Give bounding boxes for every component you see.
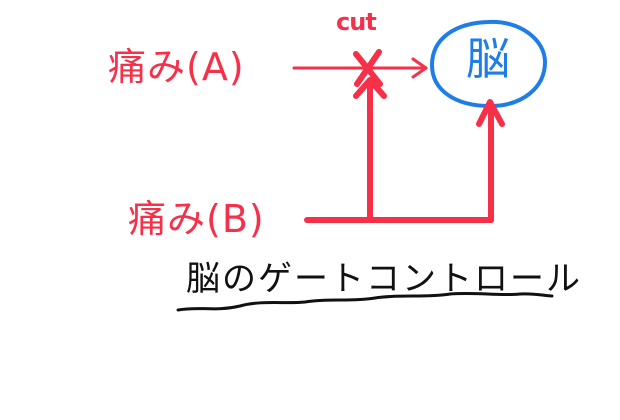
pain-a-label: 痛み(A) xyxy=(108,45,245,89)
x-mark-icon xyxy=(353,49,383,87)
pain-b-label: 痛み(B) xyxy=(128,197,265,241)
title-underline xyxy=(176,291,554,312)
cut-label: cut xyxy=(336,8,377,36)
pain-b-pathway xyxy=(304,77,505,223)
diagram-title: 脳のゲートコントロール xyxy=(186,259,582,299)
pain-a-to-brain-arrow xyxy=(292,57,428,79)
brain-label: 脳 xyxy=(466,34,510,85)
